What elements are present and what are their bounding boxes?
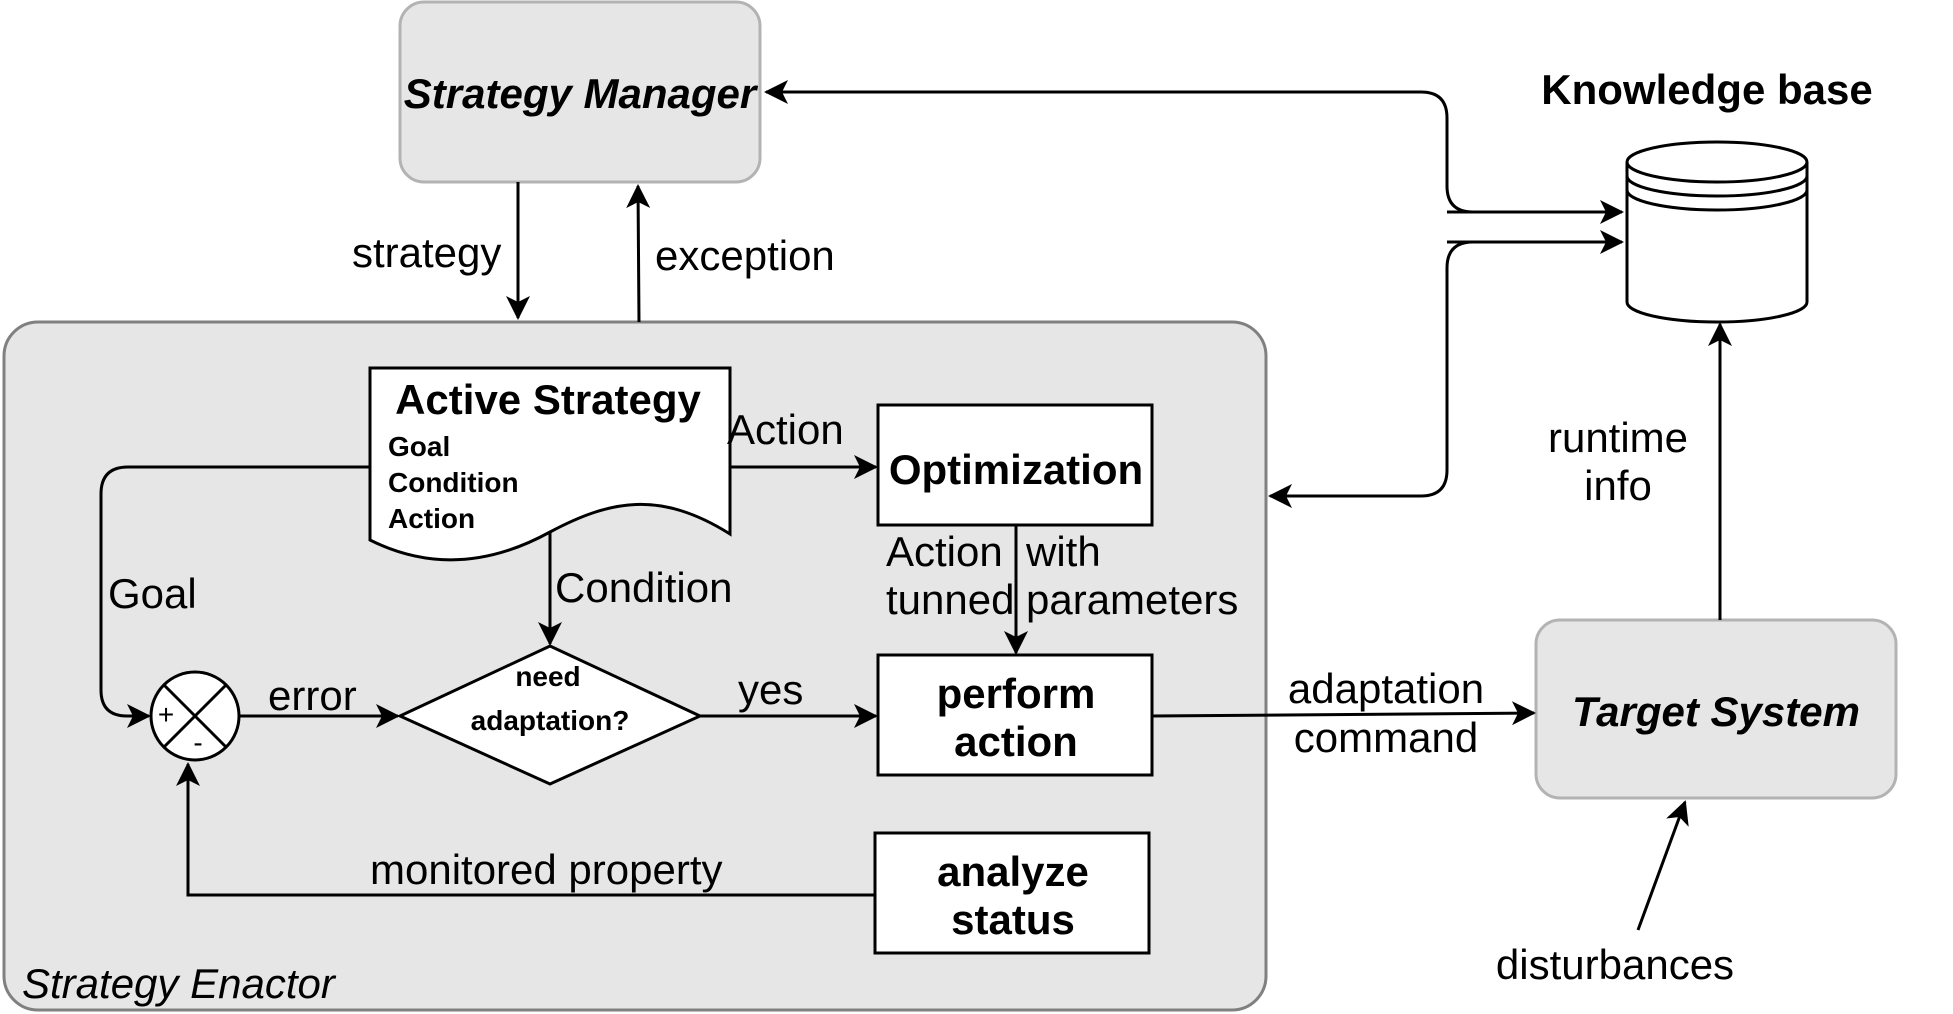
edge-label-action: Action bbox=[727, 406, 844, 453]
edge-label-error: error bbox=[268, 672, 357, 719]
optimization-label: Optimization bbox=[889, 446, 1143, 493]
edge-label-runtime: runtime bbox=[1548, 414, 1688, 461]
perform-action-label-2: action bbox=[954, 718, 1078, 765]
edge-goal bbox=[99, 465, 370, 728]
active-strategy-action: Action bbox=[388, 503, 475, 534]
edge-label-condition: Condition bbox=[555, 564, 732, 611]
active-strategy-title: Active Strategy bbox=[395, 376, 701, 423]
target-system-box bbox=[1534, 618, 1898, 800]
edge-label-tunned: tunned bbox=[886, 576, 1014, 623]
summing-junction bbox=[149, 670, 241, 762]
edge-label-parameters: parameters bbox=[1026, 576, 1238, 623]
analyze-status-label-2: status bbox=[951, 896, 1075, 943]
analyze-status-label-1: analyze bbox=[937, 848, 1089, 895]
edge-label-strategy: strategy bbox=[352, 229, 501, 276]
edge-label-info: info bbox=[1584, 462, 1652, 509]
active-strategy-condition: Condition bbox=[388, 467, 519, 498]
decision-diamond bbox=[396, 644, 704, 786]
target-system-label: Target System bbox=[1572, 688, 1860, 735]
junction-minus: - bbox=[193, 727, 202, 758]
edge-label-monitored-property: monitored property bbox=[370, 846, 723, 893]
analyze-status-box bbox=[873, 831, 1151, 955]
edge-label-exception: exception bbox=[655, 232, 835, 279]
edge-kb-to-manager bbox=[764, 80, 1620, 214]
decision-label-2: adaptation? bbox=[471, 705, 630, 736]
edge-label-disturbances: disturbances bbox=[1496, 941, 1734, 988]
edge-disturbances bbox=[1636, 800, 1689, 931]
edge-monitored-property bbox=[176, 762, 875, 897]
edge-label-yes: yes bbox=[738, 666, 803, 713]
edge-adaptation-command bbox=[1151, 701, 1536, 726]
optimization-box bbox=[876, 403, 1154, 527]
active-strategy-goal: Goal bbox=[388, 431, 450, 462]
junction-plus: + bbox=[158, 699, 174, 730]
strategy-manager-box bbox=[398, 0, 762, 184]
edge-label-action-with: Action bbox=[886, 528, 1003, 575]
edge-label-goal: Goal bbox=[108, 570, 197, 617]
active-strategy-box bbox=[368, 366, 732, 562]
strategy-enactor-label: Strategy Enactor bbox=[22, 960, 337, 1007]
knowledge-base-label: Knowledge base bbox=[1541, 66, 1872, 113]
edge-exception bbox=[626, 184, 651, 323]
decision-label-1: need bbox=[515, 661, 580, 692]
perform-action-box bbox=[876, 653, 1154, 777]
database-icon bbox=[1625, 140, 1809, 324]
edge-label-with: with bbox=[1025, 528, 1101, 575]
edge-label-command: command bbox=[1294, 714, 1478, 761]
strategy-manager-label: Strategy Manager bbox=[404, 70, 759, 117]
perform-action-label-1: perform bbox=[937, 670, 1096, 717]
edge-label-adaptation: adaptation bbox=[1288, 665, 1484, 712]
